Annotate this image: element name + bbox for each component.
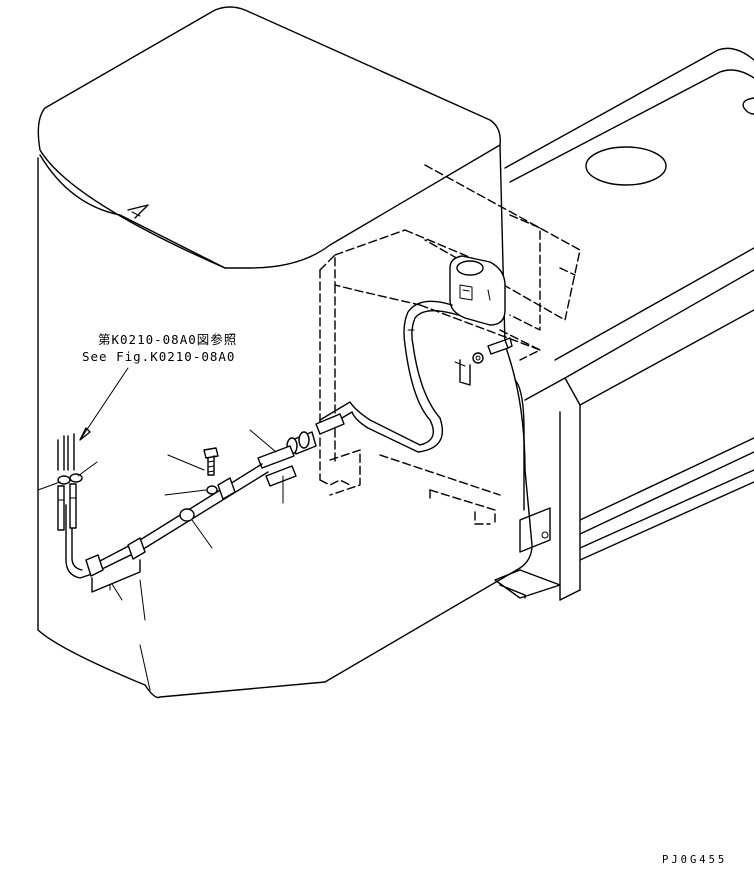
tank-bolt [472, 337, 513, 364]
leader-lines [37, 367, 284, 691]
reference-label-jp: 第K0210-08A0図参照 [98, 332, 238, 347]
washer-pipe [65, 463, 269, 593]
hidden-panel [319, 229, 541, 526]
machine-frame [424, 47, 754, 601]
cab-outline [37, 6, 533, 699]
tank-cap [456, 260, 484, 276]
hood-opening [585, 146, 667, 186]
clamp-parts [179, 447, 219, 522]
washer-tank [449, 255, 506, 386]
hose-joint [257, 413, 345, 487]
reference-label-en: See Fig.K0210-08A0 [82, 349, 236, 364]
drawing-code: PJ0G455 [662, 854, 728, 866]
nozzle-assembly [57, 433, 83, 531]
washer-hose [319, 300, 459, 453]
